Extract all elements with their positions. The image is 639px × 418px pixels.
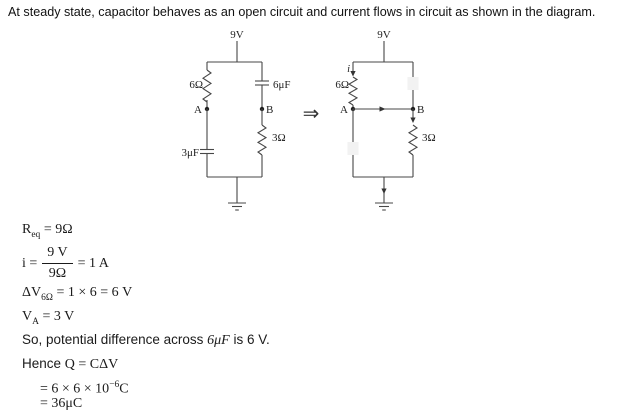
statement-text: At steady state, capacitor behaves as an… bbox=[8, 5, 596, 19]
capacitor-label: 6μF bbox=[273, 79, 291, 91]
equation-current: i = 9 V 9Ω = 1 A bbox=[22, 245, 109, 282]
open-circuit-gap bbox=[407, 77, 419, 90]
sentence-lead: So, potential difference across bbox=[22, 332, 208, 347]
equation-rest: = 9Ω bbox=[40, 222, 73, 237]
equation-unit: C bbox=[119, 381, 129, 397]
capacitor-label: 3μF bbox=[181, 147, 199, 159]
current-arrow-icon bbox=[350, 71, 356, 77]
fraction-numerator: 9 V bbox=[42, 245, 73, 264]
source-voltage-label: 9V bbox=[230, 29, 244, 41]
equation-base: V bbox=[22, 309, 33, 324]
node-a-label: A bbox=[340, 104, 348, 116]
hence-math: Q = CΔV bbox=[64, 357, 119, 372]
current-arrow-icon bbox=[379, 106, 386, 112]
ground-icon bbox=[228, 202, 246, 211]
resistor-symbol bbox=[201, 69, 213, 103]
ground-icon bbox=[375, 202, 393, 211]
node-b-label: B bbox=[417, 104, 424, 116]
sentence-math: 6μF bbox=[207, 333, 230, 348]
sentence-rest: is 6 V. bbox=[229, 332, 270, 347]
resistor-label: 6Ω bbox=[189, 79, 203, 91]
conclusion-sentence: So, potential difference across 6μF is 6… bbox=[22, 332, 270, 349]
equation-rest: = 1 × 6 = 6 V bbox=[52, 285, 133, 300]
resistor-label: 3Ω bbox=[422, 132, 436, 144]
equation-lead: = 6 × 6 × 10 bbox=[40, 381, 110, 397]
hence-lead: Hence bbox=[22, 356, 65, 371]
equation-rest: = 3 V bbox=[39, 309, 75, 324]
equation-hence: Hence Q = CΔV bbox=[22, 356, 118, 373]
circuit-left: 9V bbox=[181, 29, 291, 211]
equation-subscript: 6Ω bbox=[41, 292, 53, 303]
resistor-label: 3Ω bbox=[272, 132, 286, 144]
resistor-symbol bbox=[407, 124, 419, 156]
source-voltage-label: 9V bbox=[377, 29, 391, 41]
current-arrow-icon bbox=[410, 117, 416, 123]
current-arrow-icon bbox=[381, 188, 387, 194]
node-b-label: B bbox=[266, 104, 273, 116]
fraction-denominator: 9Ω bbox=[48, 266, 67, 281]
equation-delta-v: ΔV6Ω = 1 × 6 = 6 V bbox=[22, 285, 132, 303]
implies-arrow-icon: ⇒ bbox=[303, 103, 320, 125]
equation-superscript: −6 bbox=[109, 380, 120, 390]
circuit-right: 9V bbox=[335, 29, 436, 211]
resistor-label: 6Ω bbox=[335, 79, 349, 91]
open-circuit-gap bbox=[347, 142, 359, 155]
equation-charge-result: = 36μC bbox=[40, 396, 83, 411]
equation-lead: i = bbox=[22, 255, 38, 271]
resistor-symbol bbox=[347, 76, 359, 106]
fraction: 9 V 9Ω bbox=[42, 245, 73, 282]
equation-charge: = 6 × 6 × 10−6C bbox=[40, 380, 129, 398]
equation-va: VA = 3 V bbox=[22, 309, 74, 327]
equation-base: R bbox=[22, 222, 32, 237]
equation-rest: = 1 A bbox=[77, 255, 109, 271]
current-label: i bbox=[347, 64, 350, 75]
resistor-symbol bbox=[256, 124, 268, 156]
equation-subscript: A bbox=[32, 316, 39, 327]
circuit-diagram: 9V bbox=[181, 29, 436, 211]
node-a-label: A bbox=[194, 104, 202, 116]
equation-subscript: eq bbox=[31, 229, 41, 240]
equation-base: ΔV bbox=[22, 285, 42, 300]
equation-req: Req = 9Ω bbox=[22, 222, 73, 240]
